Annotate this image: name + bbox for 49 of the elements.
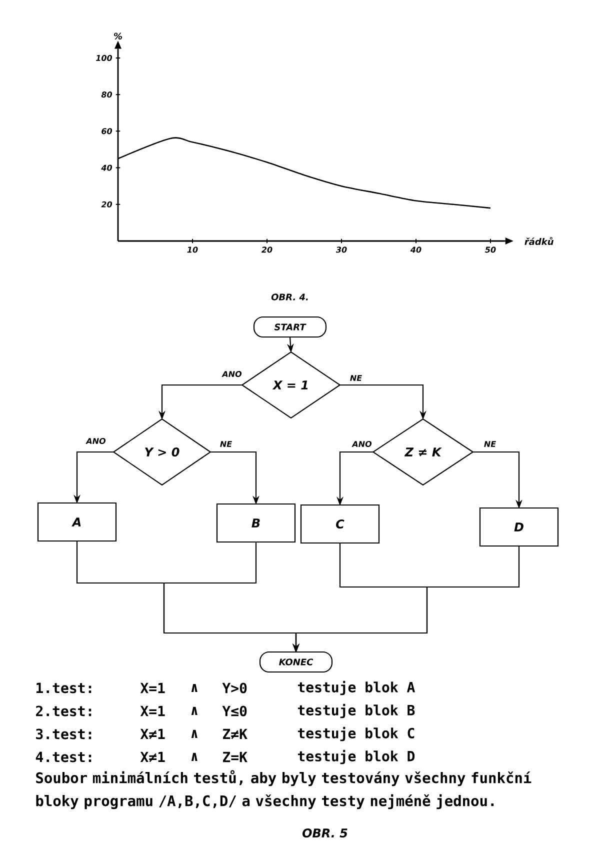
table-cell: X≠1: [140, 728, 165, 740]
process-box: B: [216, 503, 296, 543]
table-cell: ∧: [191, 706, 198, 716]
table-cell: testuje blok B: [298, 704, 415, 718]
y-tick-label: 20: [101, 201, 112, 208]
process-box: D: [479, 507, 559, 547]
table-cell: X≠1: [140, 752, 165, 762]
y-tick-label: 100: [96, 54, 112, 61]
table-cell: X=1: [140, 706, 165, 716]
y-tick-label: 40: [101, 164, 112, 171]
x-tick-label: 40: [410, 246, 422, 253]
note-text: Soubor minimálních testů, aby byly testovány všechny funkční bloky programu /A,B,C,D/ a všechny testy nejméně jednou.: [36, 770, 532, 810]
x-axis-title: řádků: [524, 237, 554, 245]
x-tick-label: 50: [485, 246, 496, 253]
y-tick-label: 60: [102, 128, 112, 134]
table-cell: 4.test:: [36, 752, 92, 762]
figure-caption: OBR. 4.: [271, 294, 308, 300]
edge-label: NE: [220, 441, 232, 447]
table-cell: Y>0: [222, 682, 247, 694]
process-box: A: [37, 502, 117, 542]
line-chart: 10 20 30 40 50 20 40 60 80 100 řádků %: [96, 32, 554, 253]
table-cell: Z=K: [222, 752, 248, 762]
table-cell: testuje blok D: [298, 750, 415, 764]
x-tick-label: 10: [187, 246, 198, 253]
table-cell: Y≤0: [222, 706, 247, 716]
table-cell: 1.test:: [36, 682, 92, 694]
x-tick-label: 30: [336, 246, 347, 253]
edge-label: NE: [484, 441, 496, 447]
y-tick-label: 80: [101, 92, 112, 98]
terminal-box: KONEC: [259, 651, 333, 673]
line-series: [117, 137, 492, 209]
edge-label: ANO: [222, 370, 242, 378]
table-cell: ∧: [191, 752, 198, 762]
y-axis-title: %: [114, 32, 122, 40]
table-cell: 3.test:: [36, 728, 92, 740]
table-cell: ∧: [191, 684, 198, 692]
table-cell: testuje blok A: [298, 680, 415, 696]
table-cell: 2.test:: [36, 706, 92, 716]
figure-caption: OBR. 5: [302, 828, 348, 838]
terminal-box: START: [253, 316, 327, 338]
table-cell: ∧: [191, 730, 198, 738]
x-tick-label: 20: [261, 246, 272, 253]
table-cell: Z≠K: [222, 728, 248, 740]
edge-label: NE: [350, 375, 362, 381]
table-cell: X=1: [140, 682, 165, 694]
edge-label: ANO: [352, 440, 372, 448]
process-box: C: [300, 504, 380, 544]
table-cell: testuje blok C: [298, 726, 414, 742]
edge-label: ANO: [86, 438, 106, 444]
